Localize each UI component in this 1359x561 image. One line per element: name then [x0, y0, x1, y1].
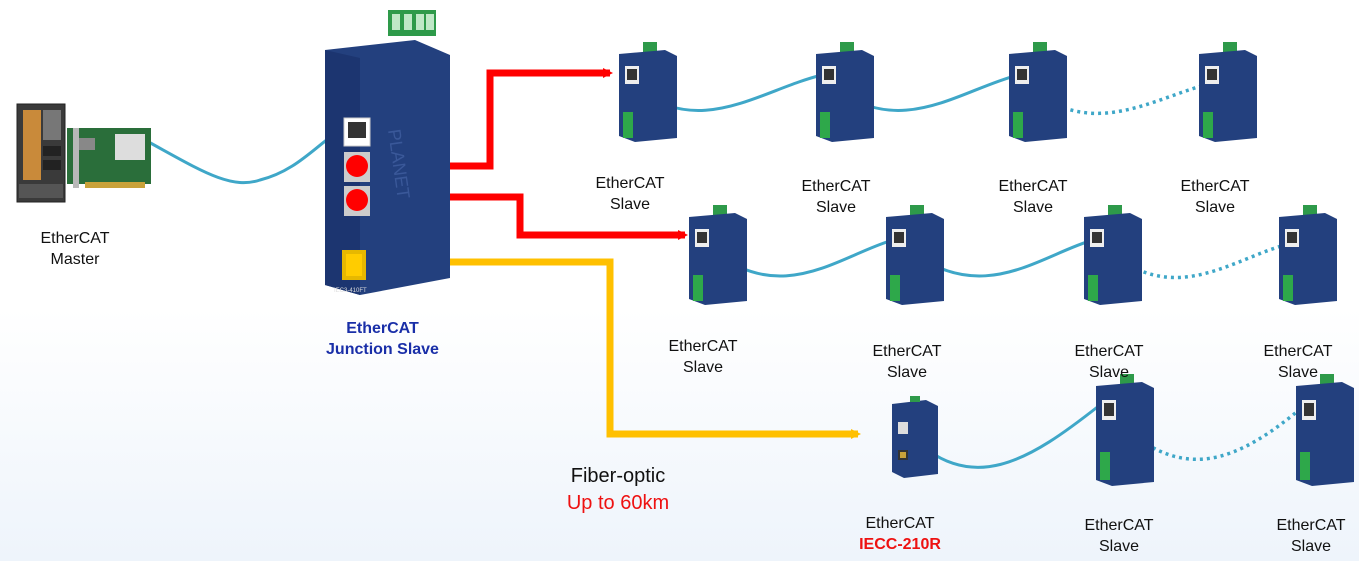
ethercat-master-device-icon: [16, 103, 151, 203]
master-cable: [144, 126, 346, 185]
slave-device-r2c4-icon: [1279, 205, 1337, 305]
junction-slave-device-icon: PLANET IEC3-410FT: [325, 10, 450, 295]
svg-text:IEC3-410FT: IEC3-410FT: [334, 288, 367, 294]
fiber-link: [358, 258, 861, 439]
slave-device-r3c2-icon: [1096, 374, 1154, 486]
slave-device-r2c3-icon: [1084, 205, 1142, 305]
slave-device-r1c1-icon: [619, 42, 677, 142]
iecc-210r-converter-icon: [892, 396, 938, 478]
row1-cable-3: [1026, 83, 1206, 116]
slave-device-r3c3-icon: [1296, 374, 1354, 486]
fiber-optic-label: Fiber-optic Up to 60km: [566, 465, 670, 514]
slave-device-r2c1-icon: [689, 205, 747, 305]
slave-device-r2c2-icon: [886, 205, 944, 305]
slave-device-r1c3-icon: [1009, 42, 1067, 142]
slave-device-r1c4-icon: [1199, 42, 1257, 142]
slave-device-r1c2-icon: [816, 42, 874, 142]
